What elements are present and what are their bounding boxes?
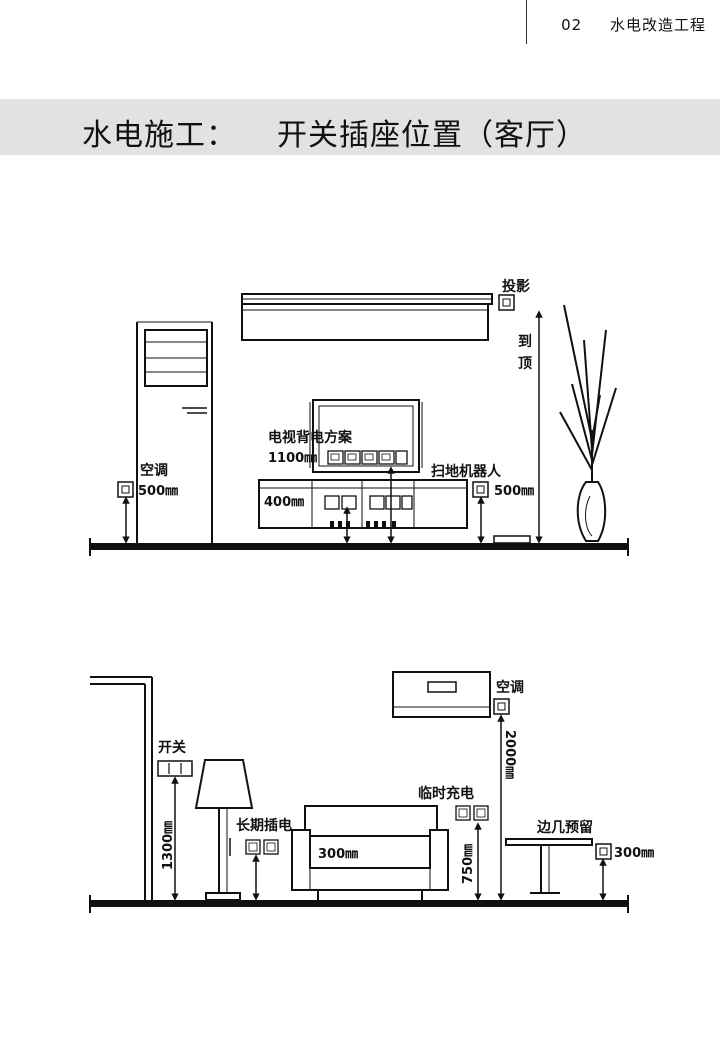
- projector-label: 投影: [502, 279, 530, 295]
- robot-socket-icon: [472, 481, 489, 498]
- lamp-label: 长期插电: [236, 817, 292, 834]
- side-table-label: 边几预留: [536, 819, 593, 836]
- page-title-sub: 开关插座位置（客厅）: [277, 118, 587, 153]
- page-title-main: 水电施工：: [82, 118, 237, 153]
- side-table-height: 300㎜: [614, 846, 654, 861]
- floor-line-bottom: [90, 900, 628, 907]
- title-bar: [0, 99, 720, 155]
- lamp-socket-pair: [245, 839, 279, 855]
- floor-line: [90, 543, 628, 550]
- side-table-socket-icon: [595, 843, 612, 860]
- robot-dock: [493, 535, 531, 544]
- temp-charge-height: 750㎜: [461, 844, 476, 884]
- standing-ac-unit: [136, 321, 213, 543]
- switch-icon: [157, 760, 193, 777]
- sofa-wall-elevation: 开关 1300㎜ 长期插电: [89, 671, 654, 913]
- sofa-height: 300㎜: [318, 847, 358, 862]
- ac-socket-icon: [117, 481, 134, 498]
- projector-socket-icon: [498, 294, 515, 311]
- temp-socket-pair: [455, 805, 489, 821]
- robot-label: 扫地机器人: [431, 463, 502, 480]
- robot-height: 500㎜: [494, 484, 534, 499]
- ac-label: 空调: [140, 462, 168, 479]
- cabinet-socket-group: [324, 495, 413, 510]
- page-title: 水电施工： 开关插座位置（客厅）: [82, 110, 587, 154]
- ceiling-label-1: 到: [518, 334, 532, 350]
- tv-label: 电视背电方案: [268, 429, 353, 446]
- cabinet-height: 400㎜: [264, 495, 304, 510]
- ac-height: 500㎜: [138, 484, 178, 499]
- tv-wall-elevation: 投影 到 顶 空调 500㎜ 电视: [89, 279, 629, 556]
- wall-ac-unit: [392, 671, 491, 718]
- side-table: [505, 838, 593, 894]
- tv-socket-strip: [327, 450, 408, 465]
- switch-label: 开关: [158, 739, 186, 756]
- wall-ac-label: 空调: [496, 679, 524, 696]
- vase-decor: [559, 304, 617, 542]
- tv-set: [309, 399, 423, 473]
- page-header: 02 水电改造工程: [561, 14, 706, 35]
- cabinet-dotted-marks: [330, 521, 396, 527]
- header-divider: [526, 0, 527, 44]
- temp-charge-label: 临时充电: [418, 785, 474, 802]
- door-frame: [90, 676, 153, 900]
- wall-ac-socket-icon: [493, 698, 510, 715]
- section-title: 水电改造工程: [609, 16, 706, 34]
- page-number: 02: [561, 16, 583, 34]
- floor-lamp: [194, 759, 254, 901]
- tv-cabinet: [258, 479, 468, 529]
- projector-screen: [241, 293, 493, 341]
- switch-height: 1300㎜: [161, 821, 176, 870]
- tv-height: 1100㎜: [268, 451, 317, 466]
- sofa: [291, 805, 449, 900]
- wall-ac-height: 2000㎜: [502, 730, 517, 779]
- ceiling-label-2: 顶: [518, 356, 532, 372]
